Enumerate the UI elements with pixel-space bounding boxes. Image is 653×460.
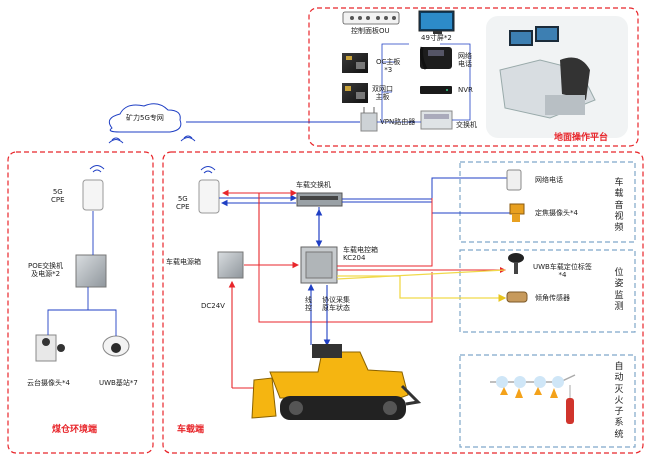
dual-board-label: 双网口 主板 xyxy=(372,85,393,102)
nvr-icon xyxy=(420,86,452,94)
wifi-icon xyxy=(108,135,196,144)
vehicle-frame xyxy=(162,151,644,454)
av-group-frame xyxy=(459,161,636,243)
poe-box-icon xyxy=(75,254,107,288)
ptz-camera-label: 云台摄像头*4 xyxy=(27,379,70,387)
vpn-router-label: VPN路由器 xyxy=(380,118,416,126)
nvr-label: NVR xyxy=(458,86,473,94)
pos-group-title: 位姿监测 xyxy=(614,268,624,312)
cpe-icon xyxy=(82,179,104,211)
ip-phone-icon xyxy=(420,46,452,70)
dc24v-label: DC24V xyxy=(201,302,225,310)
controller-box-icon xyxy=(300,246,338,284)
uwb-tag-icon xyxy=(508,253,524,274)
mainboard-icon xyxy=(342,53,368,73)
vehicle-cpe-label: 5G CPE xyxy=(176,195,190,212)
control-panel-label: 控制面板OU xyxy=(351,27,390,35)
wifi-icon xyxy=(89,165,105,173)
line-control-label: 线 控 xyxy=(305,296,312,313)
bulldozer-image xyxy=(251,344,422,420)
mine-env-frame xyxy=(7,151,154,454)
power-box-label: 车载电源箱 xyxy=(166,258,201,266)
uwb-base-icon xyxy=(102,335,130,357)
tilt-sensor-icon xyxy=(506,291,528,303)
vpn-router-icon xyxy=(360,107,378,132)
poe-switch-label: POE交换机 及电源*2 xyxy=(28,262,64,279)
oc-board-label: OC主板 *3 xyxy=(376,58,401,75)
ip-phone-label: 网络 电话 xyxy=(458,52,472,69)
ground-platform-frame xyxy=(308,7,639,147)
av-phone-icon xyxy=(506,169,522,191)
monitor-icon xyxy=(418,10,455,34)
vehicle-cpe-icon xyxy=(198,179,220,214)
av-camera-label: 定焦摄像头*4 xyxy=(535,209,578,217)
av-group-title: 车载音视频 xyxy=(614,178,624,233)
cloud-label: 矿力5G专网 xyxy=(126,114,164,122)
ptz-camera-icon xyxy=(35,334,65,362)
fire-group-title: 自动灭火子系统 xyxy=(614,362,624,440)
protocol-label: 协议采集 原车状态 xyxy=(322,296,350,313)
tilt-sensor-label: 倾角传感器 xyxy=(535,294,570,302)
region-title-vehicle: 车载端 xyxy=(177,425,205,435)
uwb-tag-label: UWB车载定位标签 *4 xyxy=(533,263,592,280)
pos-group-frame xyxy=(459,249,636,333)
fixed-camera-icon xyxy=(509,203,525,222)
controller-label: 车载电控箱 KC204 xyxy=(343,246,378,263)
vehicle-switch-icon xyxy=(296,192,343,207)
fire-system-image xyxy=(490,374,576,424)
region-title-mine: 煤仓环境端 xyxy=(52,425,98,435)
dual-board-icon xyxy=(342,83,368,103)
fire-group-frame xyxy=(459,354,636,448)
vehicle-switch-label: 车载交换机 xyxy=(296,181,331,189)
uwb-base-label: UWB基站*7 xyxy=(99,379,138,387)
screen-label: 49寸屏*2 xyxy=(421,34,452,42)
operator-console-image xyxy=(486,16,628,138)
control-panel-icon xyxy=(342,11,400,25)
cloud-icon xyxy=(108,103,182,133)
mine-cpe-label: 5G CPE xyxy=(51,188,65,205)
wifi-icon xyxy=(200,166,216,174)
region-title-ground: 地面操作平台 xyxy=(554,133,609,143)
ground-switch-icon xyxy=(420,110,453,130)
av-phone-label: 网络电话 xyxy=(535,176,563,184)
ground-switch-label: 交换机 xyxy=(456,121,477,129)
power-box-icon xyxy=(217,251,244,279)
